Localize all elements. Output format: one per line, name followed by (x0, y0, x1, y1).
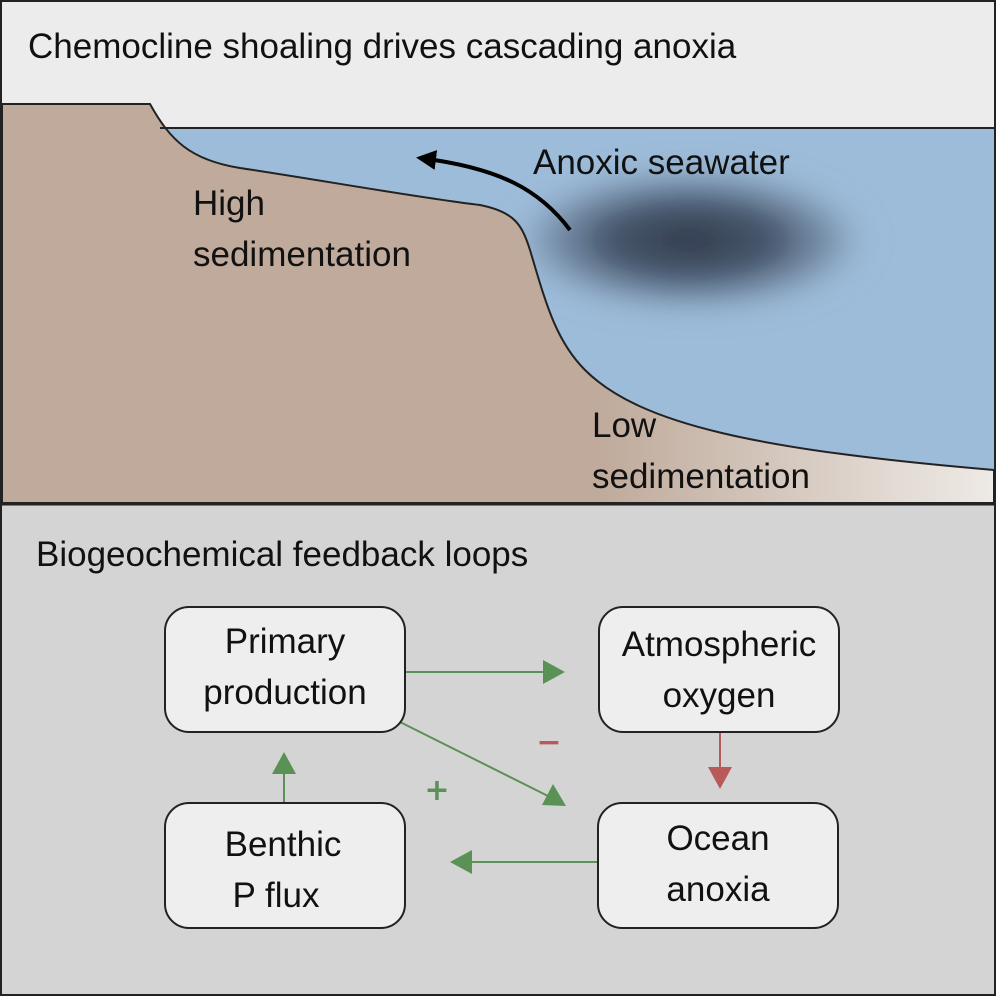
upwelling-arrow (416, 150, 572, 232)
low-sedimentation-label-2: sedimentation (592, 457, 810, 496)
box-atmospheric-oxygen-frame (598, 606, 840, 733)
anoxic-seawater-label: Anoxic seawater (533, 143, 790, 182)
low-sedimentation-label-1: Low (592, 406, 657, 445)
top-panel-title: Chemocline shoaling drives cascading ano… (28, 27, 737, 66)
positive-feedback-sign: + (424, 773, 449, 808)
arrowhead-benthic-to-primary (272, 752, 296, 774)
arrowhead-ocean-to-benthic (450, 850, 472, 874)
box-ocean-anoxia: Ocean anoxia (597, 802, 839, 929)
box-benthic-p-flux-line2: P flux (233, 876, 320, 915)
box-primary-production-frame (164, 606, 406, 733)
box-benthic-p-flux: Benthic P flux (164, 802, 406, 929)
arrowhead-primary-to-ocean (542, 784, 566, 806)
negative-feedback-sign: − (536, 725, 561, 760)
box-benthic-p-flux-line1: Benthic (225, 825, 342, 864)
box-primary-production: Primary production (164, 606, 406, 733)
sediment-profile (1, 103, 995, 504)
arrowhead-primary-to-atmospheric (543, 660, 565, 684)
feedback-arrows (272, 660, 732, 874)
bottom-panel-background (2, 505, 994, 994)
box-primary-production-line1: Primary (225, 622, 346, 661)
arrow-primary-to-ocean (399, 721, 549, 797)
box-ocean-anoxia-line1: Ocean (666, 819, 769, 858)
box-atmospheric-oxygen: Atmospheric oxygen (598, 606, 840, 733)
anoxic-water-mass (505, 165, 875, 315)
box-benthic-p-flux-frame (164, 802, 406, 929)
high-sedimentation-label-1: High (193, 184, 265, 223)
box-primary-production-line2: production (203, 673, 366, 712)
top-panel: Chemocline shoaling drives cascading ano… (1, 2, 995, 504)
bottom-panel: Biogeochemical feedback loops − + Primar… (2, 505, 994, 994)
box-atmospheric-oxygen-line1: Atmospheric (622, 625, 817, 664)
box-ocean-anoxia-line2: anoxia (666, 870, 770, 909)
bottom-panel-title: Biogeochemical feedback loops (36, 535, 528, 574)
box-ocean-anoxia-frame (597, 802, 839, 929)
high-sedimentation-label-2: sedimentation (193, 235, 411, 274)
box-atmospheric-oxygen-line2: oxygen (663, 676, 776, 715)
arrowhead-atmospheric-to-ocean (708, 767, 732, 789)
